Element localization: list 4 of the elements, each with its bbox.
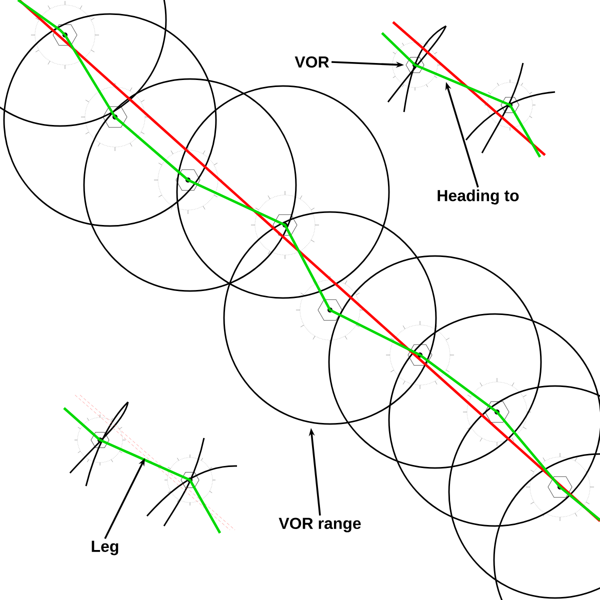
callout-label: VOR range	[278, 518, 361, 532]
callout-label: Heading to	[438, 190, 519, 204]
callout-label: VOR	[294, 56, 330, 68]
callout-label: Leg	[92, 540, 118, 556]
